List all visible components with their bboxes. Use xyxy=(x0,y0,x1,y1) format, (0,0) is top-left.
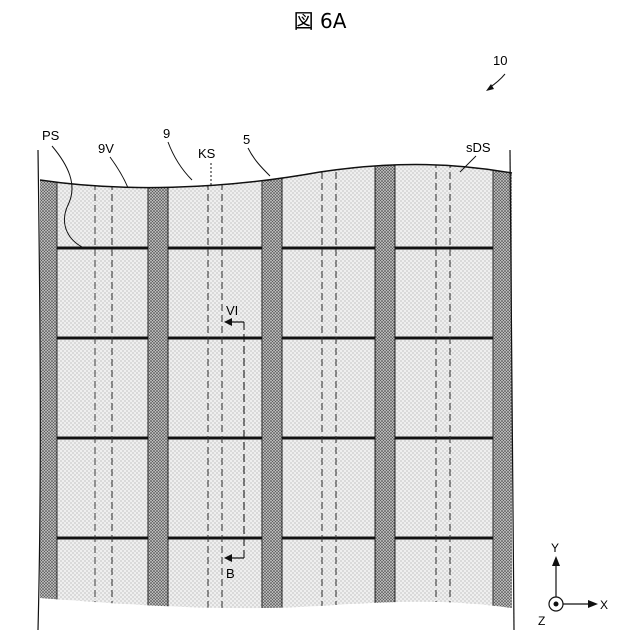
axis-label-z: Z xyxy=(538,614,545,628)
label-ref-10: 10 xyxy=(493,53,507,68)
coordinate-axes xyxy=(549,556,598,611)
label-vi: VI xyxy=(226,303,238,318)
figure-title: 図 6A xyxy=(294,9,347,33)
axis-label-x: X xyxy=(600,598,608,612)
vertical-strip-5 xyxy=(493,150,512,630)
vertical-strip-2 xyxy=(148,150,168,630)
label-9v: 9V xyxy=(98,141,114,156)
label-ps: PS xyxy=(42,128,60,143)
panel-left-edge xyxy=(38,150,40,630)
leader-9v xyxy=(110,157,128,188)
label-9: 9 xyxy=(163,126,170,141)
label-b: B xyxy=(226,566,235,581)
vertical-strip-1 xyxy=(40,150,57,630)
label-ks: KS xyxy=(198,146,216,161)
vertical-strip-3 xyxy=(262,150,282,630)
label-sds: sDS xyxy=(466,140,491,155)
label-5: 5 xyxy=(243,132,250,147)
leader-9 xyxy=(168,142,192,180)
vertical-strip-4 xyxy=(375,150,395,630)
axis-label-y: Y xyxy=(551,541,559,555)
panel xyxy=(30,150,530,630)
leader-5 xyxy=(248,148,270,176)
